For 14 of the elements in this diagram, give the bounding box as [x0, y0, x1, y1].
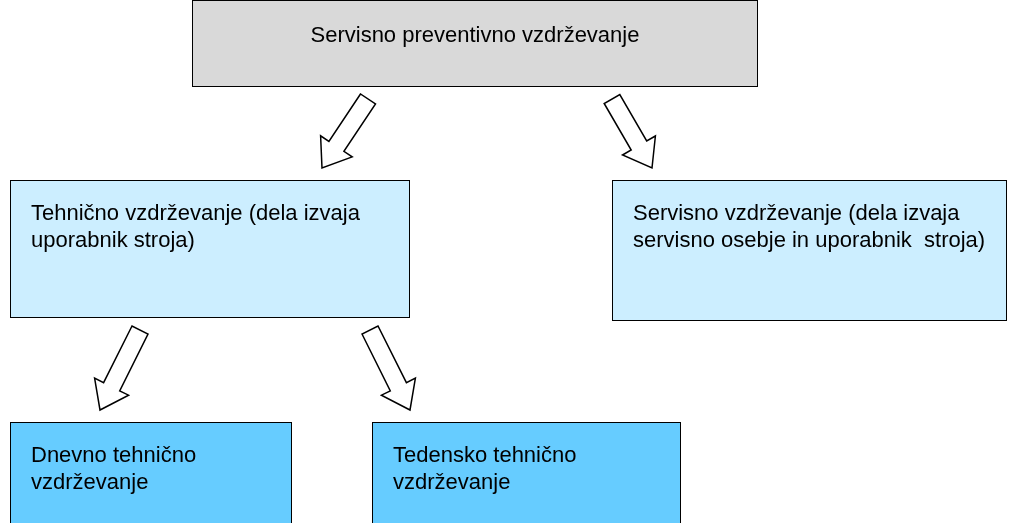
box-label: Servisno vzdrževanje (dela izvaja servisno osebje in uporabnik stroja) [633, 200, 986, 252]
block-arrow [603, 93, 657, 170]
block-arrow [93, 325, 149, 412]
box-label: Tedensko tehnično vzdrževanje [393, 442, 578, 494]
process-box [372, 422, 681, 523]
process-box [192, 0, 758, 87]
box-label: Servisno preventivno vzdrževanje [310, 22, 640, 47]
box-label: Dnevno tehnično vzdrževanje [31, 442, 198, 494]
process-box [10, 180, 410, 318]
box-label: Tehnično vzdrževanje (dela izvaja uporabnik stroja) [31, 200, 361, 252]
process-box [10, 422, 292, 523]
block-arrow [319, 92, 377, 170]
process-box [612, 180, 1007, 321]
block-arrow [361, 325, 417, 412]
